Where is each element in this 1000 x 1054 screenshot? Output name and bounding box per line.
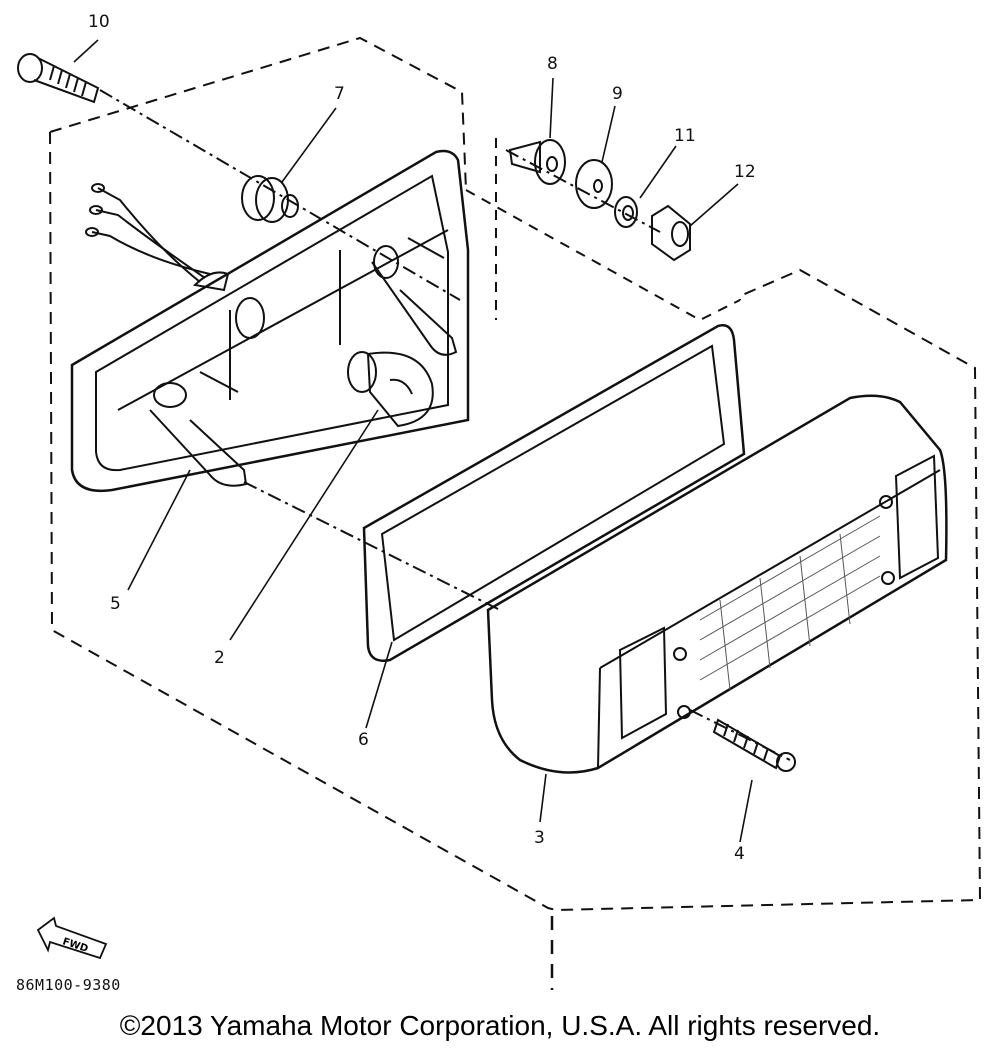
fwd-arrow-icon bbox=[36, 916, 108, 960]
callout-9: 9 bbox=[612, 84, 623, 104]
callout-4: 4 bbox=[734, 844, 745, 864]
bracket-boundary-top bbox=[465, 189, 741, 322]
bulb-2 bbox=[347, 351, 434, 428]
lens-3 bbox=[486, 394, 948, 774]
callout-2: 2 bbox=[214, 648, 225, 668]
assembly-boundary bbox=[49, 36, 467, 191]
callout-3: 3 bbox=[534, 828, 545, 848]
tail-light-exploded-diagram: FWD bbox=[17, 36, 982, 990]
housing bbox=[70, 149, 470, 493]
callout-11: 11 bbox=[674, 126, 696, 146]
grommet-7 bbox=[241, 175, 299, 223]
lock-washer-11 bbox=[614, 196, 638, 228]
callout-10: 10 bbox=[88, 12, 110, 32]
diagram-part-code: 86M100-9380 bbox=[16, 976, 121, 994]
fwd-label: FWD bbox=[61, 936, 89, 955]
copyright-notice: ©2013 Yamaha Motor Corporation, U.S.A. A… bbox=[119, 1010, 881, 1041]
callout-5: 5 bbox=[110, 594, 121, 614]
collar-8 bbox=[508, 139, 566, 185]
gasket-6 bbox=[362, 324, 746, 662]
callout-6: 6 bbox=[358, 730, 369, 750]
callout-8: 8 bbox=[547, 54, 558, 74]
screw-4 bbox=[712, 718, 796, 772]
wiring-harness bbox=[85, 183, 230, 292]
assembly-boundary-2 bbox=[49, 131, 982, 912]
callout-7: 7 bbox=[334, 84, 345, 104]
washer-9 bbox=[575, 159, 613, 209]
nut-12 bbox=[651, 204, 691, 262]
bolt-10 bbox=[17, 53, 100, 104]
callout-12: 12 bbox=[734, 162, 756, 182]
